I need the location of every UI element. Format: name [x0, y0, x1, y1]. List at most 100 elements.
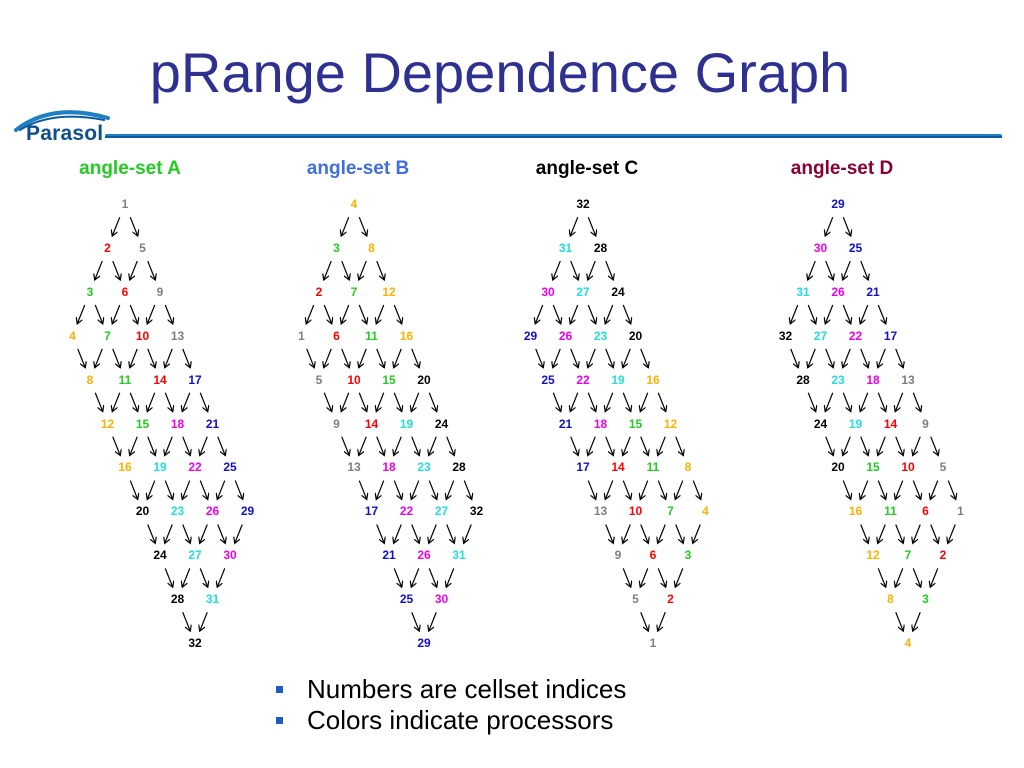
dependence-arrow	[165, 524, 173, 542]
cellset-node: 22	[399, 504, 414, 519]
dependence-arrow	[895, 524, 903, 542]
cellset-node: 16	[646, 372, 660, 387]
cellset-node: 7	[667, 504, 674, 519]
angle-set-label: angle-set C	[535, 158, 639, 179]
dependence-arrow	[94, 392, 102, 411]
dependence-arrow	[376, 436, 384, 455]
dependence-arrow	[553, 348, 561, 367]
dependence-arrow	[895, 348, 903, 367]
cellset-node: 10	[347, 372, 361, 387]
cellset-node: 31	[796, 284, 810, 299]
dependence-arrow	[394, 348, 402, 367]
dependence-arrow	[130, 436, 138, 455]
cellset-node: 29	[417, 636, 431, 650]
dependence-arrow	[147, 392, 156, 411]
dependence-arrow	[587, 480, 595, 499]
dependence-arrow	[77, 304, 86, 323]
cellset-node: 23	[831, 372, 845, 387]
cellset-node: 9	[333, 416, 340, 431]
dependence-arrow	[675, 568, 684, 586]
dependence-arrow	[605, 392, 614, 411]
dependence-arrow	[913, 524, 921, 542]
dependence-arrow	[825, 216, 834, 235]
dependence-arrow	[623, 348, 631, 367]
dependence-arrow	[358, 304, 366, 323]
dependence-arrow	[147, 436, 155, 455]
cellset-node: 10	[628, 504, 643, 519]
cellset-node: 5	[632, 592, 639, 607]
cellset-node: 17	[364, 504, 379, 519]
dependence-arrow	[376, 348, 384, 367]
dependence-arrow	[446, 524, 454, 542]
dependence-arrow	[913, 612, 921, 630]
cellset-node: 4	[702, 504, 709, 519]
dependence-arrow	[376, 260, 384, 279]
dependence-arrow	[588, 348, 596, 367]
cellset-node: 25	[399, 592, 414, 607]
cellset-node: 20	[417, 372, 431, 387]
cellset-node: 32	[188, 636, 202, 650]
dependence-arrow	[658, 524, 666, 542]
dependence-arrow	[622, 568, 630, 586]
dependence-arrow	[235, 524, 243, 542]
dependence-arrow	[147, 260, 155, 279]
cellset-node: 8	[86, 372, 94, 387]
dependence-arrow	[842, 392, 850, 411]
dependence-arrow	[912, 568, 920, 586]
cellset-node: 25	[541, 372, 555, 387]
dependence-arrow	[182, 612, 190, 630]
dependence-arrow	[675, 480, 684, 499]
cellset-node: 3	[922, 592, 929, 607]
dependence-arrow	[807, 304, 815, 323]
dependence-arrow	[341, 260, 349, 279]
dependence-arrow	[947, 480, 955, 499]
dependence-arrow	[341, 216, 350, 235]
cellset-node: 25	[223, 460, 237, 475]
dependence-arrow	[605, 304, 614, 323]
dependence-arrow	[570, 392, 579, 411]
dependence-arrow	[359, 348, 367, 367]
dependence-arrow	[182, 348, 190, 367]
dependence-arrow	[182, 568, 191, 586]
cellset-node: 27	[188, 548, 202, 563]
cellset-node: 2	[667, 592, 674, 607]
dependence-arrow	[112, 304, 121, 323]
dependence-arrow	[877, 568, 885, 586]
dependence-arrow	[535, 348, 543, 367]
cellset-node: 28	[452, 460, 466, 475]
cellset-node: 2	[939, 548, 947, 563]
cellset-node: 4	[350, 197, 358, 211]
dependence-arrow	[895, 568, 904, 586]
cellset-node: 16	[118, 460, 132, 475]
dependence-arrow	[200, 524, 208, 542]
cellset-node: 28	[593, 240, 608, 255]
dependence-arrow	[535, 304, 544, 323]
cellset-node: 23	[170, 504, 185, 519]
cellset-node: 15	[135, 416, 150, 431]
dependence-arrow	[675, 436, 683, 455]
dependence-arrow	[878, 524, 886, 542]
cellset-node: 3	[333, 240, 340, 255]
cellset-node: 23	[417, 460, 431, 475]
dependence-arrow	[570, 260, 578, 279]
dependence-arrow	[182, 524, 190, 542]
bullet-square-icon	[276, 686, 283, 693]
cellset-node: 26	[205, 504, 220, 519]
dependence-arrow	[878, 436, 886, 455]
cellset-node: 30	[223, 548, 237, 563]
dependence-arrow	[428, 392, 436, 411]
dependence-arrow	[411, 480, 420, 499]
cellset-node: 1	[649, 636, 657, 650]
dependence-arrow	[376, 480, 385, 499]
dependence-arrow	[860, 260, 868, 279]
cellset-node: 24	[813, 416, 828, 431]
dependence-arrow	[808, 348, 816, 367]
dependence-arrow	[807, 392, 815, 411]
cellset-node: 9	[156, 284, 164, 299]
dependence-arrow	[622, 392, 630, 411]
dependence-arrow	[552, 392, 560, 411]
dependence-arrow	[860, 392, 869, 411]
dependence-arrow	[930, 524, 938, 542]
dependence-arrow	[623, 436, 631, 455]
cellset-node: 11	[365, 328, 378, 343]
